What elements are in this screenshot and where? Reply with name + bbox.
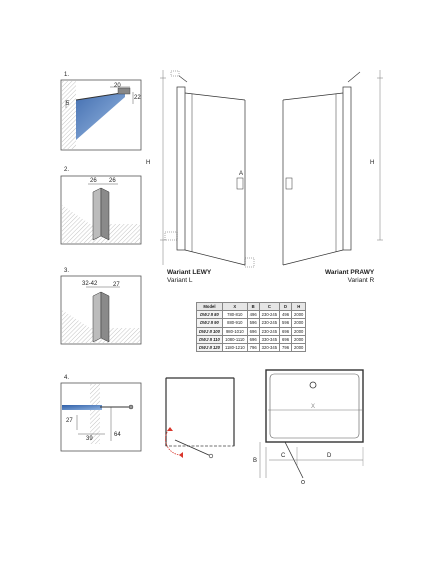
table-cell: 696 xyxy=(279,334,293,344)
height-label-left: H xyxy=(146,160,151,166)
table-cell: 330-345 xyxy=(258,334,281,344)
step1-detail xyxy=(60,79,142,151)
table-cell: 230-245 xyxy=(258,310,281,320)
table-cell: DWJ II 90 xyxy=(196,318,223,328)
table-row: DWJ II 90 880-910 596 230-245 596 2000 xyxy=(196,318,307,328)
table-cell: 880-910 xyxy=(221,318,248,328)
step3-detail xyxy=(60,275,142,345)
table-cell: 230-245 xyxy=(258,326,281,336)
dim-label: 26 xyxy=(109,178,116,184)
dim-label: 64 xyxy=(114,432,121,438)
plan-open-door xyxy=(165,377,235,459)
dimensions-table: Model X B C D H DWJ II 80 780-810 496 23… xyxy=(196,301,307,353)
table-cell: 596 xyxy=(246,318,260,328)
left-variant-label: Wariant LEWY Variant L xyxy=(167,269,211,285)
left-variant-line2: Variant L xyxy=(167,277,193,284)
table-cell: 696 xyxy=(246,334,260,344)
table-header: H xyxy=(291,301,307,312)
table-cell: DWJ II 80 xyxy=(196,310,223,320)
plan-d-label: D xyxy=(327,453,332,459)
table-cell: DWJ II 110 xyxy=(196,334,223,344)
table-cell: 496 xyxy=(246,310,260,320)
dim-label: 32-42 xyxy=(82,281,98,287)
dim-label: 26 xyxy=(90,178,97,184)
table-cell: 596 xyxy=(279,318,293,328)
table-row: DWJ II 100 980-1010 696 230-245 696 2000 xyxy=(196,326,307,336)
right-variant-line2: Variant R xyxy=(347,277,375,284)
table-cell: 980-1010 xyxy=(221,326,248,336)
step-number: 3. xyxy=(64,268,70,274)
table-cell: 696 xyxy=(246,326,260,336)
left-variant-line1: Wariant LEWY xyxy=(167,269,212,276)
table-cell: 696 xyxy=(279,326,293,336)
table-cell: DWJ II 100 xyxy=(196,326,223,336)
table-cell: 796 xyxy=(246,342,260,353)
table-row: DWJ II 80 780-810 496 230-245 496 2000 xyxy=(196,310,307,320)
table-cell: 2000 xyxy=(291,310,307,320)
table-cell: 780-810 xyxy=(221,310,248,320)
dim-label: 27 xyxy=(66,418,73,424)
step4-detail xyxy=(60,382,142,452)
table-header-row: Model X B C D H xyxy=(196,301,307,312)
step-number: 1. xyxy=(64,72,70,78)
table-row: DWJ II 110 1080-1110 696 330-345 696 200… xyxy=(196,334,307,344)
table-cell: 796 xyxy=(279,342,293,353)
step2-detail xyxy=(60,175,142,245)
dim-label: 5 xyxy=(66,101,70,107)
step-number: 2. xyxy=(64,167,70,173)
table-header: Model xyxy=(196,301,223,312)
step-number: 4. xyxy=(64,375,70,381)
table-cell: 1080-1110 xyxy=(221,334,248,344)
table-header: D xyxy=(279,301,293,312)
table-cell: 2000 xyxy=(291,334,307,344)
table-cell: DWJ II 120 xyxy=(196,342,223,353)
table-header: C xyxy=(258,301,281,312)
height-label-right: H xyxy=(370,160,375,166)
table-header: X xyxy=(221,301,248,312)
detail-a-label: A xyxy=(239,171,244,177)
right-variant-label: Wariant PRAWY Variant R xyxy=(325,269,374,285)
elevation-right-variant xyxy=(282,70,383,266)
table-row: DWJ II 120 1180-1210 796 320-345 796 200… xyxy=(196,342,307,353)
table-cell: 2000 xyxy=(291,326,307,336)
dim-label: 39 xyxy=(86,436,93,442)
table-cell: 2000 xyxy=(291,318,307,328)
plan-b-label: B xyxy=(253,458,258,464)
table-header: B xyxy=(246,301,260,312)
dim-label: 22 xyxy=(134,95,141,101)
plan-tray xyxy=(259,369,364,484)
plan-c-label: C xyxy=(281,453,286,459)
dim-label: 20 xyxy=(114,83,121,89)
right-variant-line1: Wariant PRAWY xyxy=(325,269,375,276)
plan-x-label: X xyxy=(311,404,316,410)
table-cell: 320-345 xyxy=(258,342,281,353)
table-cell: 2000 xyxy=(291,342,307,353)
elevation-left-variant xyxy=(160,70,255,268)
table-cell: 496 xyxy=(279,310,293,320)
table-cell: 230-245 xyxy=(258,318,281,328)
dim-label: 27 xyxy=(113,282,120,288)
table-cell: 1180-1210 xyxy=(221,342,248,353)
